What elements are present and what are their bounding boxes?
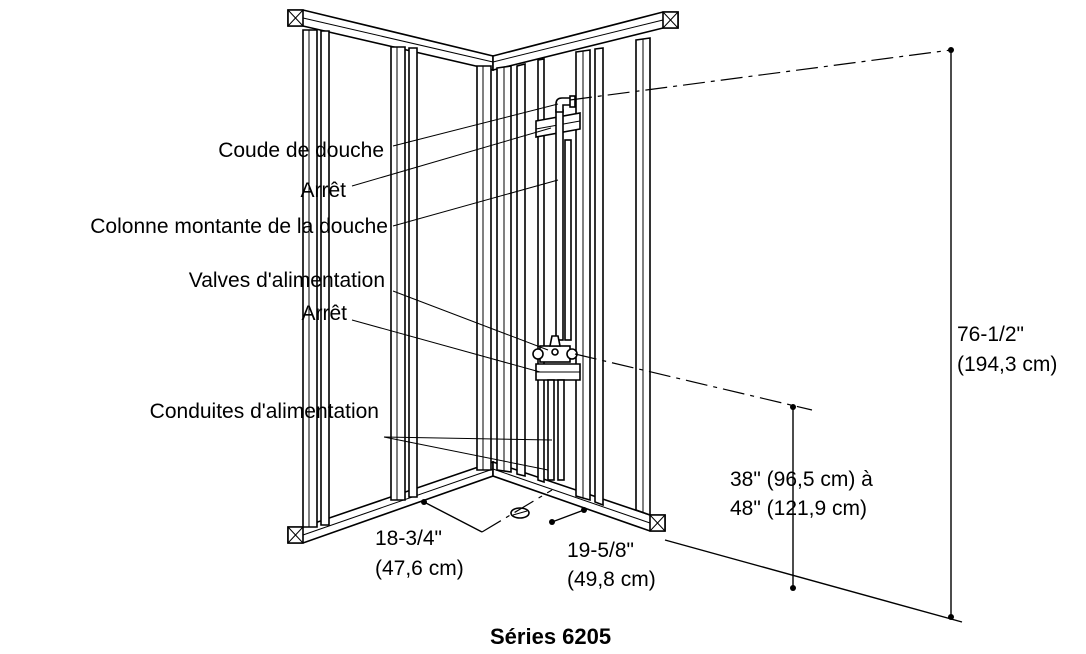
- supply-line-hot: [547, 379, 555, 481]
- supply-line-cold: [557, 379, 565, 481]
- diagram-title: Séries 6205: [490, 624, 611, 649]
- label-shower-riser: Colonne montante de la douche: [90, 215, 388, 238]
- dim-total-height-in: 76-1/2": [957, 323, 1024, 346]
- dim-left-width-cm: (47,6 cm): [375, 557, 464, 580]
- shower-elbow-fitting: [555, 97, 573, 113]
- label-supply-lines: Conduites d'alimentation: [150, 400, 379, 423]
- label-supply-valves: Valves d'alimentation: [189, 269, 385, 292]
- right-wall-frame: [492, 11, 679, 532]
- label-stop-upper: Arrêt: [300, 179, 346, 202]
- label-shower-elbow: Coude de douche: [218, 139, 384, 162]
- leader-lines: [351, 103, 559, 471]
- dim-right-width-cm: (49,8 cm): [567, 568, 656, 591]
- left-wall-frame: [287, 9, 494, 544]
- shower-riser-pipe: [555, 109, 564, 341]
- dimension-lines: [421, 47, 963, 623]
- dim-valve-height-2: 48" (121,9 cm): [730, 497, 867, 520]
- label-stop-lower: Arrêt: [301, 302, 347, 325]
- dim-left-width-in: 18-3/4": [375, 527, 442, 550]
- dim-total-height-cm: (194,3 cm): [957, 353, 1057, 376]
- shower-plumbing: [510, 95, 581, 519]
- dim-valve-height-1: 38" (96,5 cm) à: [730, 468, 873, 491]
- dim-right-width-in: 19-5/8": [567, 539, 634, 562]
- supply-valve-body: [532, 335, 578, 363]
